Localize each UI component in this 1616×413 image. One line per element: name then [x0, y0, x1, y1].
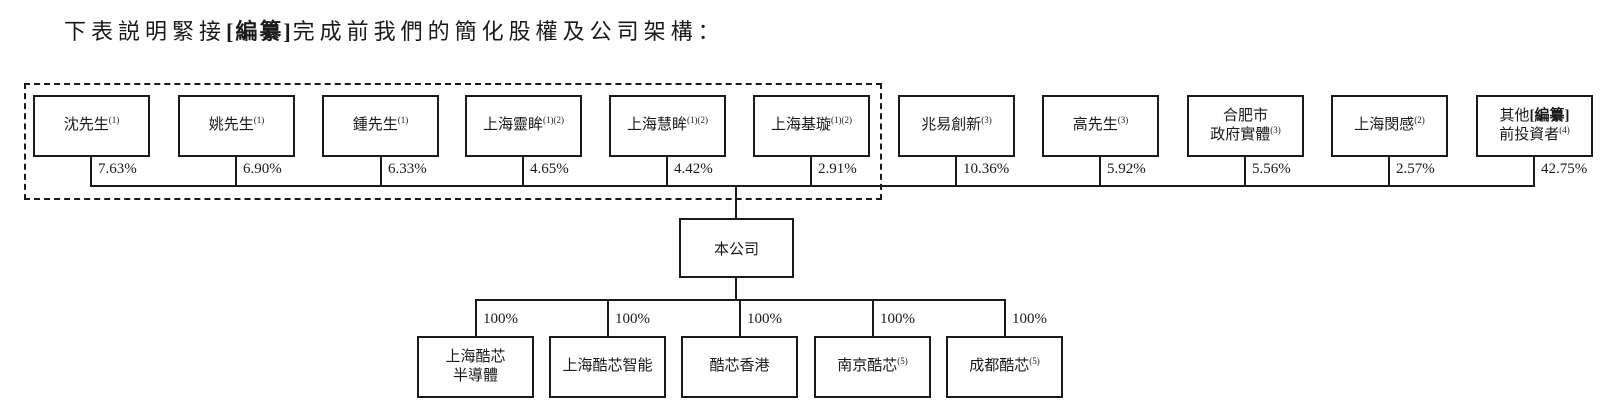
shareholder-box-9: 合肥市 政府實體(3): [1187, 95, 1304, 157]
ownership-percentage: 7.63%: [98, 161, 137, 177]
connector-line: [1388, 157, 1390, 187]
footnote-marker: (3): [981, 115, 992, 126]
company-box: 本公司: [679, 218, 794, 278]
ownership-percentage: 2.57%: [1396, 161, 1435, 177]
footnote-marker: (3): [1117, 115, 1129, 126]
connector-line: [739, 299, 741, 337]
ownership-percentage: 2.91%: [818, 161, 857, 177]
footnote-marker: (3): [1270, 125, 1281, 135]
title-post: 完成前我們的簡化股權及公司架構：: [292, 19, 725, 44]
connector-line: [1244, 157, 1246, 187]
ownership-percentage: 4.65%: [530, 161, 569, 177]
subsidiary-box-2: 上海酷芯智能: [549, 336, 666, 398]
shareholder-box-10: 上海閔感(2): [1331, 95, 1448, 157]
ownership-percentage: 5.56%: [1252, 161, 1291, 177]
footnote-marker: (1)(2): [543, 115, 564, 126]
page-title: 下表説明緊接[編纂]完成前我們的簡化股權及公司架構：: [64, 14, 725, 46]
footnote-marker: (5): [897, 356, 908, 367]
shareholder-label: 上海靈眸(1)(2): [482, 115, 564, 134]
shareholder-box-5: 上海慧眸(1)(2): [609, 95, 726, 157]
connector-line: [955, 157, 957, 187]
connector-line: [90, 157, 92, 187]
shareholder-label: 上海閔感(2): [1354, 115, 1425, 134]
ownership-percentage: 42.75%: [1541, 161, 1588, 177]
shareholder-box-6: 上海基璇(1)(2): [753, 95, 870, 157]
ownership-percentage: 100%: [747, 311, 782, 327]
subsidiary-box-4: 南京酷芯(5): [814, 336, 931, 398]
shareholder-label: 前投資者(4): [1499, 125, 1570, 144]
ownership-percentage: 10.36%: [963, 161, 1010, 177]
shareholder-label: 鍾先生(1): [352, 115, 409, 134]
footnote-marker: (4): [1559, 125, 1570, 135]
dashed-group-border: [24, 83, 882, 200]
connector-line: [1004, 299, 1006, 337]
subsidiary-label: 成都酷芯(5): [969, 356, 1040, 375]
connector-line: [522, 157, 524, 187]
ownership-percentage: 100%: [880, 311, 915, 327]
shareholder-label: 高先生(3): [1072, 115, 1129, 134]
shareholder-label: 其他[編纂]: [1499, 107, 1570, 124]
shareholder-label: 上海基璇(1)(2): [770, 115, 852, 134]
connector-line: [235, 157, 237, 187]
shareholder-box-1: 沈先生(1): [33, 95, 150, 157]
footnote-marker: (2): [1414, 115, 1425, 126]
connector-top-bus: [91, 185, 1535, 187]
footnote-marker: (1)(2): [687, 115, 708, 126]
footnote-marker: (5): [1029, 356, 1040, 367]
subsidiary-label: 南京酷芯(5): [837, 356, 908, 375]
footnote-marker: (1)(2): [831, 115, 852, 126]
shareholder-box-3: 鍾先生(1): [322, 95, 439, 157]
shareholder-box-4: 上海靈眸(1)(2): [465, 95, 582, 157]
company-label: 本公司: [713, 241, 759, 258]
redaction-marker: [編纂]: [1529, 107, 1570, 124]
connector-line: [1533, 157, 1535, 187]
connector-line: [872, 299, 874, 337]
shareholder-label: 上海慧眸(1)(2): [626, 115, 708, 134]
connector-line: [666, 157, 668, 187]
shareholder-box-7: 兆易創新(3): [898, 95, 1015, 157]
shareholder-label: 兆易創新(3): [921, 115, 992, 134]
subsidiary-box-3: 酷芯香港: [681, 336, 798, 398]
ownership-percentage: 6.90%: [243, 161, 282, 177]
shareholder-label: 政府實體(3): [1210, 125, 1281, 144]
shareholder-label: 合肥市: [1222, 107, 1268, 124]
shareholder-box-11: 其他[編纂] 前投資者(4): [1476, 95, 1593, 157]
connector-line: [475, 299, 477, 337]
ownership-percentage: 4.42%: [674, 161, 713, 177]
shareholder-label: 姚先生(1): [208, 115, 265, 134]
ownership-percentage: 100%: [1012, 311, 1047, 327]
connector-line: [810, 157, 812, 187]
footnote-marker: (1): [397, 115, 409, 126]
connector-company-to-bus: [735, 277, 737, 301]
subsidiary-label: 上海酷芯智能: [562, 358, 653, 375]
shareholder-label: 沈先生(1): [63, 115, 120, 134]
subsidiary-box-1: 上海酷芯 半導體: [417, 336, 534, 398]
subsidiary-label: 上海酷芯: [445, 348, 506, 365]
footnote-marker: (1): [108, 115, 120, 126]
ownership-percentage: 5.92%: [1107, 161, 1146, 177]
subsidiary-label: 半導體: [452, 368, 498, 384]
ownership-percentage: 6.33%: [388, 161, 427, 177]
ownership-percentage: 100%: [483, 311, 518, 327]
connector-line: [607, 299, 609, 337]
connector-bus-to-company: [735, 185, 737, 219]
shareholder-box-8: 高先生(3): [1042, 95, 1159, 157]
footnote-marker: (1): [253, 115, 265, 126]
shareholder-box-2: 姚先生(1): [178, 95, 295, 157]
subsidiary-box-5: 成都酷芯(5): [946, 336, 1063, 398]
ownership-percentage: 100%: [615, 311, 650, 327]
connector-line: [380, 157, 382, 187]
subsidiary-label: 酷芯香港: [709, 358, 770, 375]
title-redaction-marker: [編纂]: [226, 19, 293, 44]
title-pre: 下表説明緊接: [64, 19, 227, 44]
connector-line: [1099, 157, 1101, 187]
